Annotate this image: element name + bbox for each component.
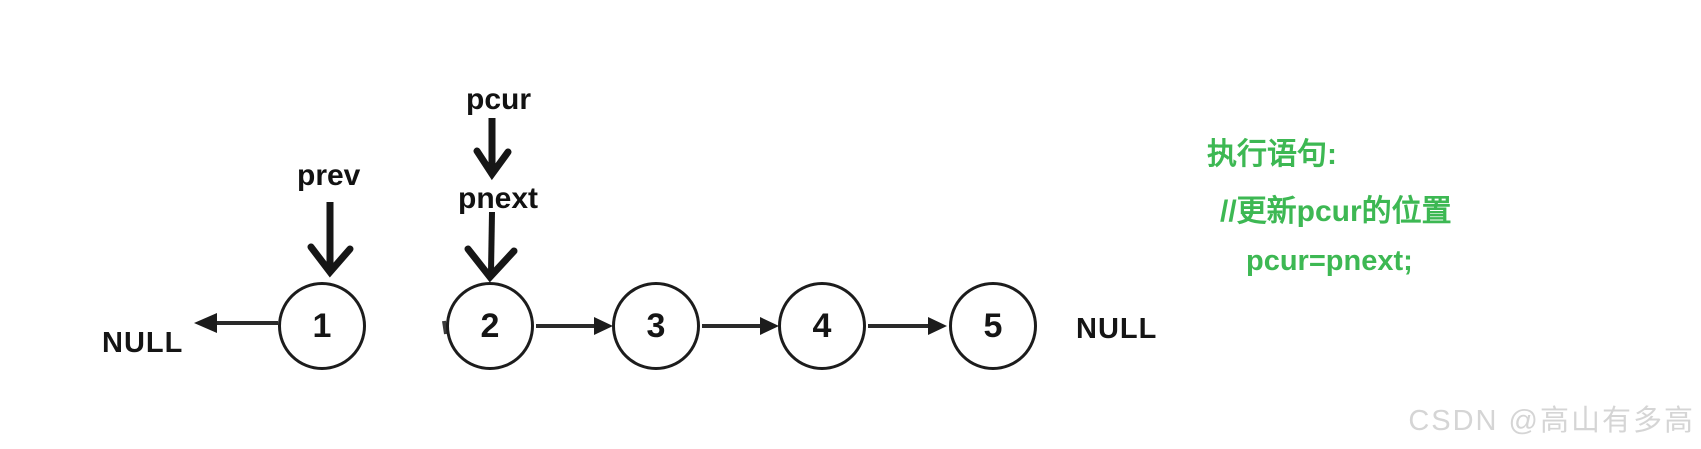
list-node-1-value: 1 xyxy=(312,306,332,345)
prev-pointer-label: prev xyxy=(297,159,361,192)
prev-pointer-arrow xyxy=(307,202,354,278)
list-node-1: 1 xyxy=(278,282,366,370)
arrow-node2-to-node3 xyxy=(536,317,613,335)
null-terminator-left: NULL xyxy=(102,327,184,359)
arrow-node4-to-node5 xyxy=(868,317,947,335)
pcur-pointer-arrow xyxy=(473,118,512,181)
erased-link-remnant-tick xyxy=(442,320,448,335)
list-node-5-value: 5 xyxy=(983,306,1003,345)
list-node-4: 4 xyxy=(778,282,866,370)
csdn-watermark: CSDN @高山有多高 xyxy=(1408,405,1695,437)
list-node-2: 2 xyxy=(446,282,534,370)
list-node-4-value: 4 xyxy=(812,306,832,345)
arrow-node1-to-null xyxy=(194,313,278,333)
null-terminator-right: NULL xyxy=(1076,313,1158,345)
pcur-pointer-label: pcur xyxy=(466,83,532,116)
code-panel-comment: //更新pcur的位置 xyxy=(1220,195,1452,228)
code-panel-title: 执行语句: xyxy=(1207,138,1337,171)
pnext-pointer-label: pnext xyxy=(458,182,539,215)
list-node-5: 5 xyxy=(949,282,1037,370)
list-node-2-value: 2 xyxy=(480,306,500,345)
code-panel-statement: pcur=pnext; xyxy=(1246,245,1413,277)
list-node-3-value: 3 xyxy=(646,306,666,345)
arrow-node3-to-node4 xyxy=(702,317,779,335)
pnext-pointer-arrow xyxy=(464,211,518,283)
list-node-3: 3 xyxy=(612,282,700,370)
